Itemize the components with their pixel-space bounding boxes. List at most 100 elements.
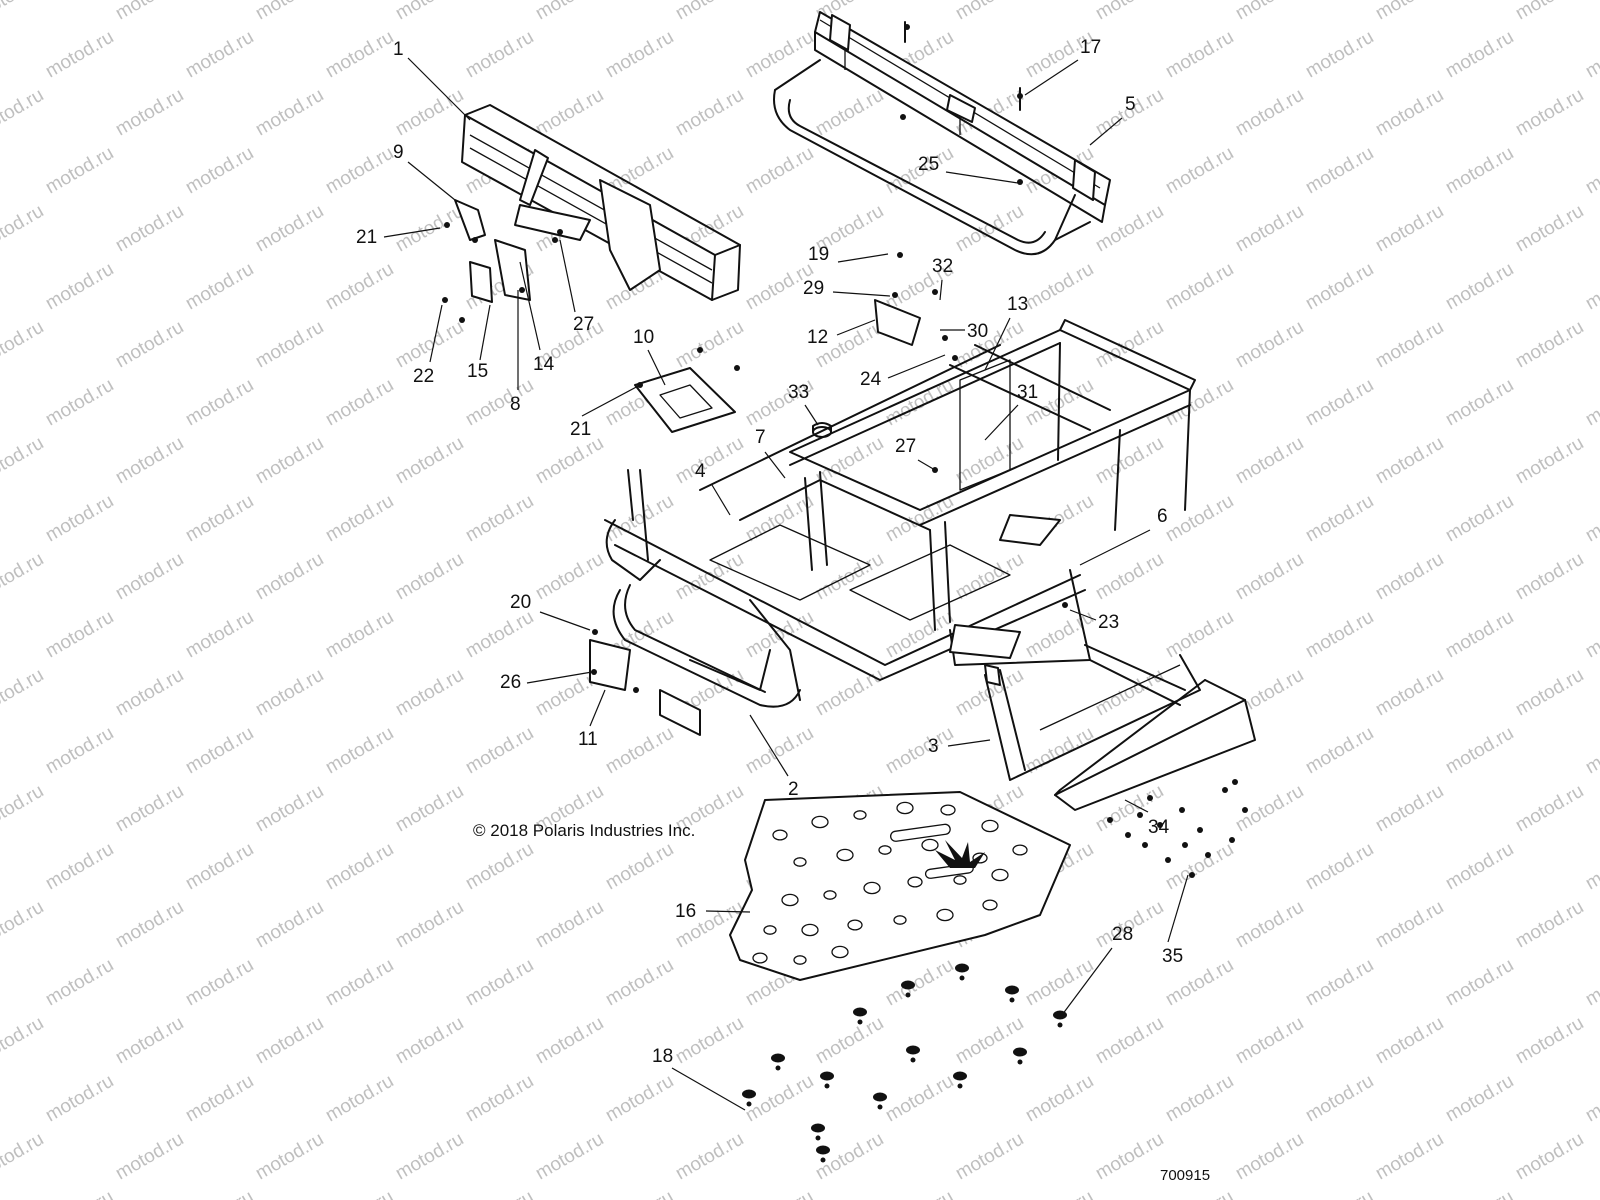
watermark-text: motod.ru <box>1372 897 1447 953</box>
leader-line-18 <box>671 1067 746 1111</box>
callout-19: 19 <box>808 244 829 265</box>
callout-6: 6 <box>1157 506 1168 527</box>
skid-plate-hole <box>801 923 819 937</box>
skid-plate-hole <box>940 804 956 816</box>
part-skid-plate <box>729 791 1071 981</box>
watermark-text: motod.ru <box>42 27 117 83</box>
watermark-text: motod.ru <box>182 375 257 431</box>
fastener-dot <box>1222 787 1228 793</box>
watermark-text: motod.ru <box>0 85 47 141</box>
watermark-text: motod.ru <box>1092 0 1167 24</box>
callout-20: 20 <box>510 592 531 613</box>
leader-line-17 <box>1024 59 1079 96</box>
watermark-text: motod.ru <box>112 549 187 605</box>
watermark-text: motod.ru <box>462 607 537 663</box>
watermark-text: motod.ru <box>672 0 747 24</box>
watermark-text: motod.ru <box>0 897 47 953</box>
watermark-text: motod.ru <box>1582 955 1600 1011</box>
callout-2: 2 <box>788 779 799 800</box>
leader-line-29 <box>832 291 891 297</box>
fastener-dot <box>734 365 740 371</box>
part-front-bulkhead <box>461 104 741 301</box>
rivet <box>959 975 965 981</box>
skid-plate-hole <box>811 815 829 829</box>
watermark-text: motod.ru <box>42 607 117 663</box>
callout-26: 26 <box>500 672 521 693</box>
watermark-text: motod.ru <box>1022 1187 1097 1200</box>
watermark-text: motod.ru <box>532 433 607 489</box>
watermark-text: motod.ru <box>672 433 747 489</box>
watermark-text: motod.ru <box>602 27 677 83</box>
grommet <box>873 1092 887 1102</box>
rivet <box>857 1019 863 1025</box>
rivet <box>910 1057 916 1063</box>
rivet <box>957 1083 963 1089</box>
skid-plate-hole <box>772 829 788 841</box>
fastener-dot <box>591 669 597 675</box>
watermark-text: motod.ru <box>1442 1071 1517 1127</box>
grommet <box>742 1089 756 1099</box>
watermark-text: motod.ru <box>742 1187 817 1200</box>
watermark-text: motod.ru <box>742 723 817 779</box>
grommet <box>1013 1047 1027 1057</box>
leader-line-27a <box>559 239 576 313</box>
watermark-text: motod.ru <box>1512 549 1587 605</box>
leader-line-10 <box>647 349 666 386</box>
leader-line-14 <box>519 261 541 351</box>
skid-plate-hole <box>847 919 863 931</box>
watermark-text: motod.ru <box>0 1013 47 1069</box>
watermark-text: motod.ru <box>1372 1013 1447 1069</box>
watermark-text: motod.ru <box>1442 1187 1517 1200</box>
grommet <box>816 1145 830 1155</box>
skid-plate-hole <box>793 955 807 965</box>
watermark-text: motod.ru <box>952 0 1027 24</box>
watermark-text: motod.ru <box>672 549 747 605</box>
watermark-text: motod.ru <box>1442 955 1517 1011</box>
watermark-text: motod.ru <box>182 955 257 1011</box>
watermark-text: motod.ru <box>1372 0 1447 24</box>
skid-plate-hole <box>981 819 999 833</box>
watermark-text: motod.ru <box>1582 259 1600 315</box>
callout-11: 11 <box>578 729 598 750</box>
watermark-text: motod.ru <box>1442 375 1517 431</box>
leader-line-5 <box>1089 117 1123 146</box>
watermark-text: motod.ru <box>182 491 257 547</box>
watermark-text: motod.ru <box>392 201 467 257</box>
fastener-dot <box>1232 779 1238 785</box>
watermark-text: motod.ru <box>322 723 397 779</box>
watermark-text: motod.ru <box>1162 143 1237 199</box>
watermark-text: motod.ru <box>1302 955 1377 1011</box>
fastener-dot <box>552 237 558 243</box>
skid-plate-hole <box>921 838 939 852</box>
watermark-text: motod.ru <box>0 433 47 489</box>
leader-line-33 <box>804 404 819 426</box>
fastener-dot <box>1229 837 1235 843</box>
watermark-text: motod.ru <box>462 375 537 431</box>
watermark-text: motod.ru <box>812 1129 887 1185</box>
watermark-text: motod.ru <box>322 1187 397 1200</box>
watermark-text: motod.ru <box>322 955 397 1011</box>
watermark-text: motod.ru <box>1232 85 1307 141</box>
watermark-text: motod.ru <box>1372 317 1447 373</box>
watermark-text: motod.ru <box>1512 1013 1587 1069</box>
watermark-text: motod.ru <box>1582 1071 1600 1127</box>
callout-5: 5 <box>1125 94 1136 115</box>
leader-line-34 <box>1124 799 1149 813</box>
callout-32: 32 <box>932 256 953 277</box>
watermark-text: motod.ru <box>1582 27 1600 83</box>
skid-plate-hole <box>982 899 998 911</box>
grommet <box>853 1007 867 1017</box>
watermark-text: motod.ru <box>1022 607 1097 663</box>
watermark-text: motod.ru <box>112 897 187 953</box>
watermark-text: motod.ru <box>1092 433 1167 489</box>
watermark-text: motod.ru <box>952 201 1027 257</box>
rivet <box>1017 1059 1023 1065</box>
watermark-text: motod.ru <box>462 839 537 895</box>
leader-line-21a <box>383 227 441 238</box>
watermark-text: motod.ru <box>252 1013 327 1069</box>
fastener-dot <box>1189 872 1195 878</box>
leader-line-3 <box>947 739 991 747</box>
skid-plate-hole <box>936 908 954 922</box>
watermark-text: motod.ru <box>1302 491 1377 547</box>
watermark-text: motod.ru <box>742 143 817 199</box>
